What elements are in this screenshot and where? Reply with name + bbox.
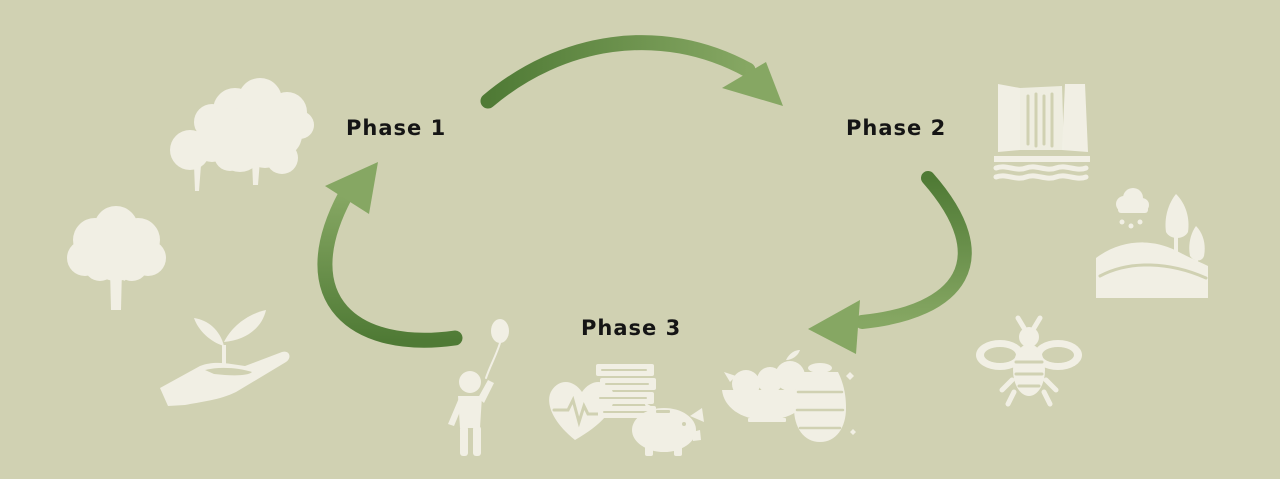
books-icon xyxy=(594,364,656,418)
bee-icon xyxy=(976,315,1082,407)
honey-jar-icon xyxy=(794,363,856,442)
waterfall-icon xyxy=(993,84,1090,181)
tree-cluster-icon xyxy=(170,78,314,191)
arrow-phase2-to-phase3 xyxy=(808,171,972,354)
phase-1-label: Phase 1 xyxy=(346,116,447,140)
single-tree-icon xyxy=(67,206,166,310)
fruit-bowl-icon xyxy=(722,350,810,422)
child-with-balloon-icon xyxy=(448,319,509,456)
phase-2-label: Phase 2 xyxy=(846,116,947,140)
arrow-phase1-to-phase2 xyxy=(480,35,783,109)
arrow-phase3-to-phase1 xyxy=(317,162,463,348)
rain-hills-trees-icon xyxy=(1096,188,1208,298)
piggy-bank-icon xyxy=(632,402,704,456)
seedling-in-hand-icon xyxy=(160,310,290,406)
phase-3-label: Phase 3 xyxy=(581,316,682,340)
